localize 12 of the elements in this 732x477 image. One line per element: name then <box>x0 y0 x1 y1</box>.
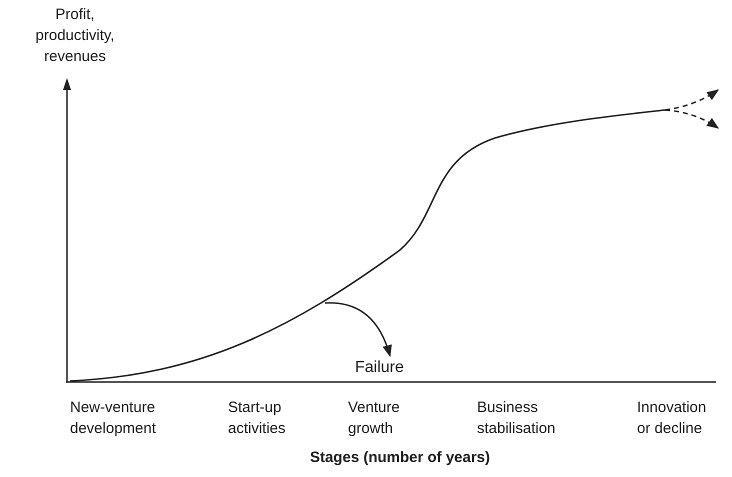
y-axis-title: Profit, productivity, revenues <box>34 5 116 67</box>
arrow <box>325 302 392 358</box>
stage-label: Innovation or decline <box>637 398 708 439</box>
stage-label: Business stabilisation <box>477 398 556 439</box>
x-axis-title: Stages (number of years) <box>308 448 492 468</box>
stage-label: Start-up activities <box>228 398 287 439</box>
stage-label: Venture growth <box>348 398 401 439</box>
arrow <box>664 109 719 129</box>
stage-label: New-venture development <box>70 398 157 439</box>
arrow <box>664 89 719 111</box>
growth-curve <box>70 109 666 382</box>
outcome-label: Failure <box>355 357 404 379</box>
